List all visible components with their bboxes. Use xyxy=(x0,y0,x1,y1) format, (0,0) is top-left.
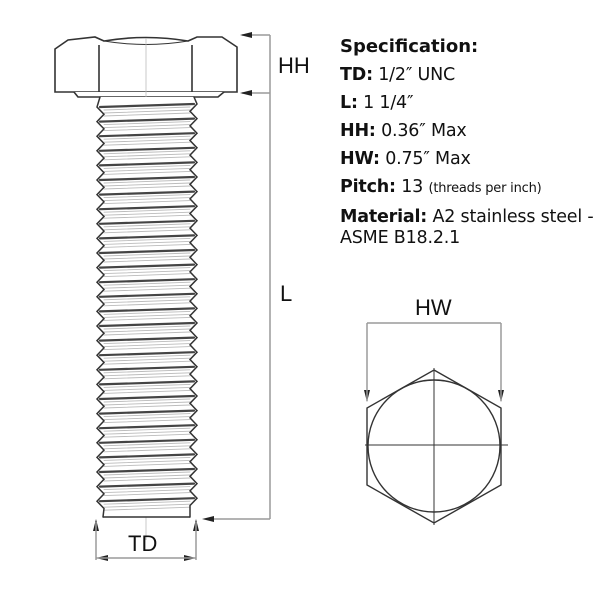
thread-diameter-label: TD xyxy=(128,531,158,556)
spec-row-material: Material: A2 stainless steel - ASME B18.… xyxy=(340,203,600,249)
spec-row-td: TD: 1/2″ UNC xyxy=(340,61,600,89)
length-label: L xyxy=(280,281,293,306)
spec-key: L: xyxy=(340,93,358,113)
threaded-shank xyxy=(95,96,199,518)
thread-diameter-dimension xyxy=(95,522,197,560)
spec-value: 1/2″ UNC xyxy=(378,65,456,85)
spec-row-l: L: 1 1/4″ xyxy=(340,89,600,117)
spec-note: (threads per inch) xyxy=(428,181,542,196)
spec-row-hw: HW: 0.75″ Max xyxy=(340,145,600,173)
spec-key: TD: xyxy=(340,65,373,85)
spec-value: 0.75″ Max xyxy=(385,149,471,169)
head-height-dimension xyxy=(206,34,271,520)
spec-value: 0.36″ Max xyxy=(381,121,467,141)
spec-key: Pitch: xyxy=(340,177,396,197)
spec-row-hh: HH: 0.36″ Max xyxy=(340,117,600,145)
spec-value: A2 stainless steel - ASME B18.2.1 xyxy=(340,207,594,248)
specification-panel: Specification: TD: 1/2″ UNC L: 1 1/4″ HH… xyxy=(340,33,600,249)
spec-key: Material: xyxy=(340,207,428,227)
head-height-label: HH xyxy=(278,53,310,78)
hex-head-top-view xyxy=(365,368,508,525)
spec-key: HH: xyxy=(340,121,376,141)
head-width-dimension xyxy=(366,322,502,400)
spec-title: Specification: xyxy=(340,36,479,57)
head-width-label: HW xyxy=(415,295,452,320)
spec-key: HW: xyxy=(340,149,380,169)
spec-row-pitch: Pitch: 13 (threads per inch) xyxy=(340,173,600,203)
spec-value: 13 xyxy=(401,177,424,197)
spec-value: 1 1/4″ xyxy=(363,93,414,113)
